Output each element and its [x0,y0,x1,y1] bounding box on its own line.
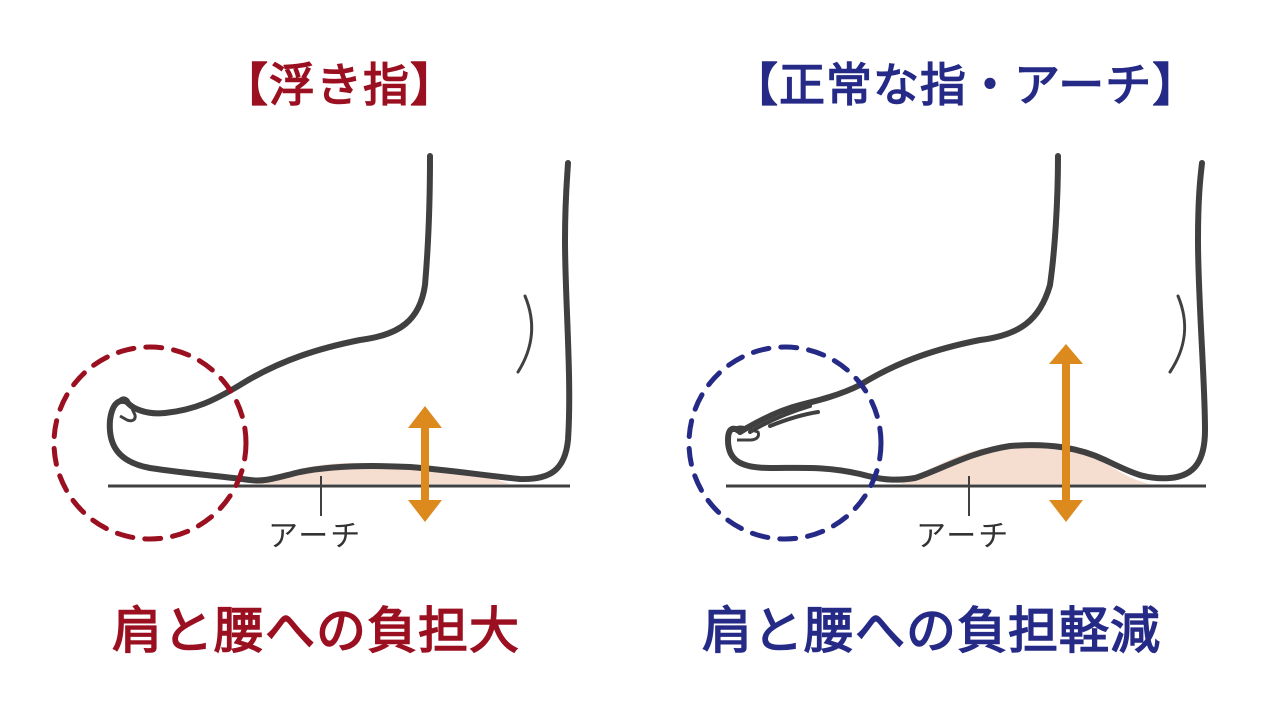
toe-crease [748,404,820,434]
foot-outline [106,153,573,484]
arch-height-arrow [1049,344,1083,522]
foot-outline [725,153,1208,483]
normal-toe-panel: 【正常な指・アーチ】 アーチ 肩と腰への負担軽減 [640,0,1280,723]
toe-highlight-circle [686,344,884,542]
normal-toe-caption: 肩と腰への負担軽減 [702,602,1161,660]
arch-height-arrow [408,406,442,522]
floating-toe-panel: 【浮き指】 アーチ 肩と腰への負担大 [51,58,573,660]
arch-label: アーチ [916,519,1011,554]
arch-label: アーチ [268,519,363,554]
floating-toe-foot-illustration [51,153,573,542]
ankle-bone-line [516,294,534,374]
toenail [116,396,137,423]
toenail [732,425,760,442]
arch-area [900,444,1150,484]
toe-highlight-circle [51,344,249,542]
normal-toe-title: 【正常な指・アーチ】 [732,58,1200,112]
ankle-bone-line [1168,294,1187,374]
normal-toe-foot-illustration [686,153,1208,542]
floating-toe-caption: 肩と腰への負担大 [112,602,520,660]
floating-toe-title: 【浮き指】 [222,58,457,112]
